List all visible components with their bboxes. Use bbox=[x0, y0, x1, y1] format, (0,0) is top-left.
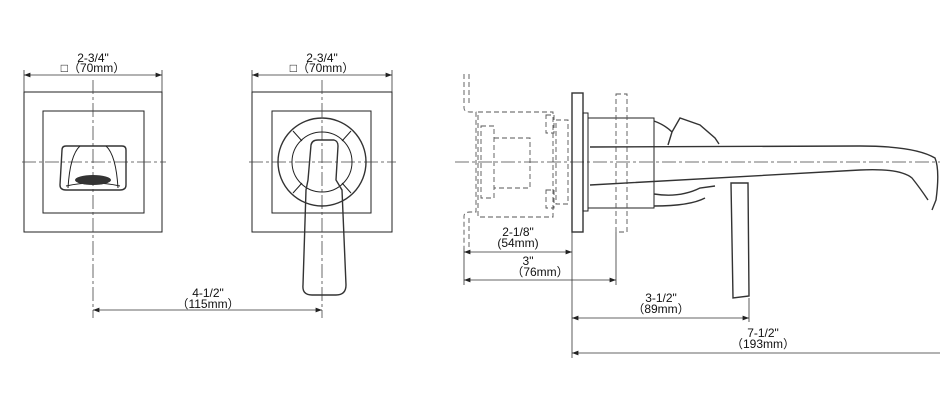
handle-front-view: 2-3/4" □（70mm） bbox=[249, 51, 396, 318]
wall-flange bbox=[571, 92, 584, 233]
lever-reach-dim-mm: （89mm） bbox=[632, 302, 689, 316]
side-handle-upper bbox=[653, 117, 720, 146]
wall-depth-dim-mm: (54mm) bbox=[497, 236, 538, 250]
spout-body bbox=[59, 145, 127, 191]
spacing-dim-inches: 4-1/2" bbox=[192, 286, 224, 300]
width-dim-mm: □（70mm） bbox=[61, 61, 126, 75]
aerator bbox=[75, 175, 111, 185]
valve-outline bbox=[463, 74, 477, 248]
lever-handle bbox=[302, 139, 347, 296]
spout-reach-dim-inches: 7-1/2" bbox=[747, 326, 779, 340]
body bbox=[587, 117, 655, 209]
spout bbox=[589, 145, 939, 211]
escutcheon bbox=[277, 117, 367, 207]
side-lever bbox=[730, 182, 750, 299]
spout-front-view: 2-3/4" □（70mm） bbox=[22, 51, 166, 318]
width-dim-mm: □（70mm） bbox=[290, 61, 355, 75]
width-dim-inches: 2-3/4" bbox=[306, 51, 338, 65]
max-depth-dim-mm: （76mm） bbox=[511, 265, 568, 279]
center-spacing-dimension: 4-1/2" （115mm） bbox=[93, 286, 322, 313]
finished-wall bbox=[615, 93, 628, 233]
width-dim-inches: 2-3/4" bbox=[77, 51, 109, 65]
wall-depth-dim-inches: 2-1/8" bbox=[502, 225, 534, 239]
lever-reach-dim-inches: 3-1/2" bbox=[645, 291, 677, 305]
side-view: 2-1/8" (54mm) 3" （76mm） 3-1/2" （89mm） 7-… bbox=[455, 74, 940, 358]
spout-reach-dim-mm: （193mm） bbox=[731, 337, 795, 351]
max-depth-dim-inches: 3" bbox=[523, 254, 534, 268]
spacing-dim-mm: （115mm） bbox=[176, 297, 239, 311]
